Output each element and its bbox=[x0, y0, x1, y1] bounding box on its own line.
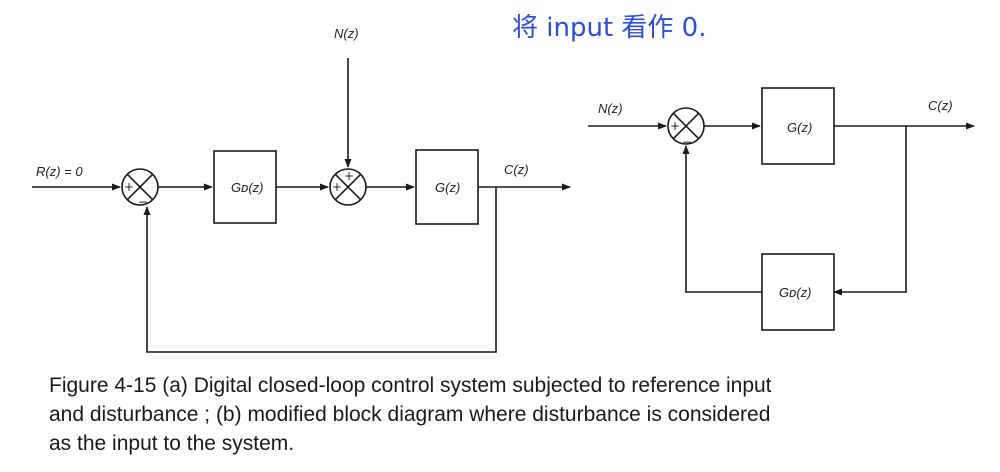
diagram-b-labels: N(z) C(z) G(z) Gᴅ(z) + − bbox=[598, 98, 953, 300]
figure-caption-line-1: Figure 4-15 (a) Digital closed-loop cont… bbox=[49, 374, 772, 397]
sum2-plus-sign-top: + bbox=[344, 169, 354, 183]
feedback-path-b-to-sum bbox=[682, 145, 762, 293]
reference-input-label: R(z) = 0 bbox=[36, 164, 83, 179]
handwritten-annotation: 将 input 看作 0. bbox=[512, 13, 706, 43]
summing-junction-1-cross-b bbox=[126, 173, 154, 201]
figure-caption-line-3: as the input to the system. bbox=[49, 432, 295, 455]
sum1-minus-sign: − bbox=[138, 195, 148, 209]
disturbance-label: N(z) bbox=[334, 26, 359, 41]
disturbance-input-label-b: N(z) bbox=[598, 101, 623, 116]
sum-b-minus-sign: − bbox=[682, 135, 692, 149]
figure-caption-line-2: and disturbance ; (b) modified block dia… bbox=[49, 403, 771, 426]
feedback-path bbox=[143, 187, 497, 353]
summing-junction-b-cross-b bbox=[672, 112, 700, 140]
sum2-plus-sign-left: + bbox=[332, 180, 342, 194]
sum1-plus-sign: + bbox=[124, 180, 134, 194]
diagram-b bbox=[588, 87, 975, 331]
feedback-path-b-to-block bbox=[833, 126, 907, 296]
diagram-a-labels: R(z) = 0 N(z) C(z) Gᴅ(z) G(z) + − + + bbox=[36, 26, 529, 209]
plant-label: G(z) bbox=[435, 180, 460, 195]
sum-b-plus-sign: + bbox=[670, 119, 680, 133]
diagram-a bbox=[32, 58, 571, 353]
summing-junction-2-cross-b bbox=[334, 173, 362, 201]
feedback-block-label-b: Gᴅ(z) bbox=[779, 285, 812, 300]
plant-label-b: G(z) bbox=[787, 120, 812, 135]
output-label-b: C(z) bbox=[928, 98, 953, 113]
output-label: C(z) bbox=[504, 162, 529, 177]
controller-label: Gᴅ(z) bbox=[231, 180, 264, 195]
